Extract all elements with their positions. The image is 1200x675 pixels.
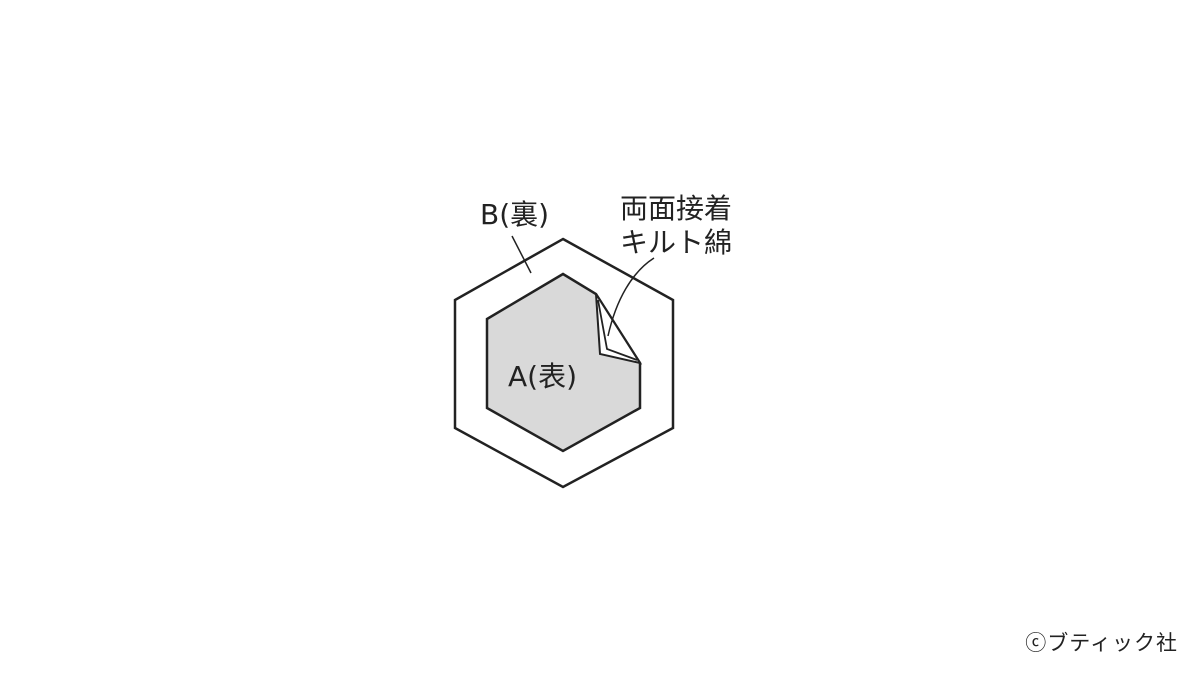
label-front: A(表) (508, 360, 577, 393)
label-back: B(裏) (480, 198, 549, 231)
copyright-notice: ⓒブティック社 (1025, 631, 1178, 655)
label-batting-line2: キルト綿 (620, 226, 732, 259)
label-batting-line1: 両面接着 (620, 192, 732, 225)
fusible-batting-layer (597, 299, 638, 361)
leader-line-batting (607, 257, 655, 337)
folded-corner (595, 293, 643, 365)
leader-line-back (511, 235, 532, 274)
